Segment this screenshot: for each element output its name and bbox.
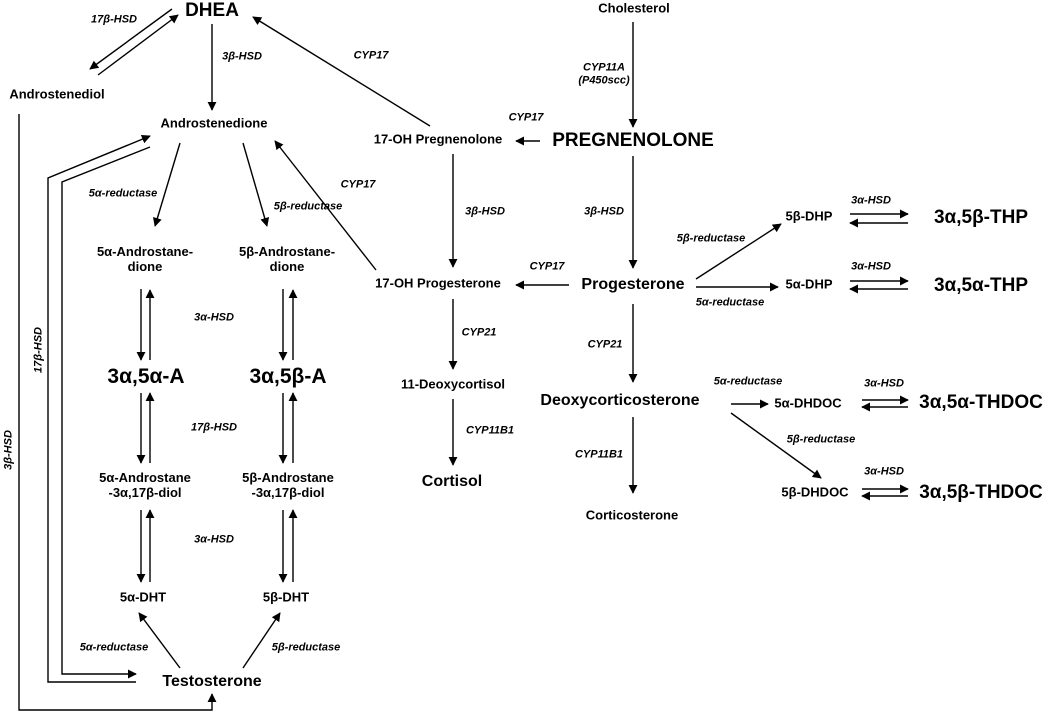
compound-5a-dhp: 5α-DHP [785, 276, 833, 292]
enzyme-cyp11b1-right: CYP11B1 [574, 448, 624, 461]
compound-androstenediol: Androstenediol [9, 86, 105, 102]
enzyme-5b-reductase-doc: 5β-reductase [786, 433, 856, 446]
arrow-doc-to-5b-dhdoc [730, 412, 822, 479]
enzyme-3a-hsd-dhp-top: 3α-HSD [851, 194, 891, 207]
arrow-androstenediol-to-dhea [97, 14, 179, 76]
enzyme-5a-reductase-left: 5α-reductase [88, 187, 158, 200]
compound-5a-dhdoc: 5α-DHDOC [774, 395, 842, 411]
compound-3a5a-a: 3α,5α-A [107, 364, 185, 388]
enzyme-5a-reductase-testosterone: 5α-reductase [79, 641, 149, 654]
enzyme-cyp11b1-left: CYP11B1 [465, 424, 515, 437]
arrow-17oh-preg-to-dhea [252, 16, 431, 127]
compound-11-deoxycortisol: 11-Deoxycortisol [400, 376, 506, 392]
compound-androstenedione: Androstenedione [160, 115, 268, 131]
arrow-3b-hsd-loop-to-testosterone [18, 114, 217, 711]
arrow-androstenedione-to-5a-dione [153, 142, 181, 227]
compound-17oh-progesterone: 17-OH Progesterone [375, 275, 501, 291]
compound-progesterone: Progesterone [581, 275, 685, 293]
compound-5b-dhdoc: 5β-DHDOC [781, 484, 849, 500]
enzyme-cyp17-top: CYP17 [353, 49, 389, 62]
arrow-testosterone-to-5a-dht [138, 612, 181, 669]
compound-5b-dhp: 5β-DHP [785, 208, 833, 224]
enzyme-5a-reductase-progesterone: 5α-reductase [695, 296, 765, 309]
enzyme-cyp21-right: CYP21 [587, 338, 623, 351]
compound-cortisol: Cortisol [421, 472, 483, 490]
compound-3a5a-thdoc: 3α,5α-THDOC [919, 392, 1043, 414]
compound-3a5b-a: 3α,5β-A [249, 364, 327, 388]
enzyme-cyp21-left: CYP21 [461, 326, 497, 339]
compound-cholesterol: Cholesterol [598, 0, 670, 16]
enzyme-cyp11a: CYP11A (P450scc) [578, 61, 630, 86]
arrow-testosterone-to-5b-dht [242, 612, 281, 669]
compound-5a-androstanediol: 5α-Androstane -3α,17β-diol [99, 470, 191, 500]
compound-pregnenolone: PREGNENOLONE [552, 130, 714, 152]
enzyme-cyp17-pregnenolone: CYP17 [508, 111, 544, 124]
arrow-dhea-to-androstenediol [89, 8, 173, 70]
enzyme-17b-hsd-mid: 17β-HSD [191, 421, 237, 434]
arrow-17b-hsd-loop-to-androstenedione [47, 134, 151, 683]
compound-3a5a-thp: 3α,5α-THP [933, 275, 1029, 297]
enzyme-3b-hsd-dhea: 3β-HSD [222, 50, 262, 63]
arrow-androstenedione-to-5b-dione [242, 142, 270, 227]
enzyme-cyp17-progesterone: CYP17 [529, 260, 565, 273]
compound-5b-androstanedione: 5β-Androstane- dione [238, 244, 336, 274]
enzyme-3b-hsd-17oh: 3β-HSD [465, 205, 505, 218]
enzyme-cyp17-mid: CYP17 [340, 178, 376, 191]
enzyme-3b-hsd-vertical: 3β-HSD [2, 430, 15, 470]
arrow-17oh-prog-to-androstenedione [274, 140, 377, 271]
compound-17oh-pregnenolone: 17-OH Pregnenolone [373, 131, 503, 147]
enzyme-3a-hsd-mid2: 3α-HSD [194, 533, 234, 546]
arrow-progesterone-to-5b-dhp [695, 223, 782, 280]
enzyme-5b-reductase-progesterone: 5β-reductase [676, 232, 746, 245]
enzyme-3b-hsd-pregnenolone: 3β-HSD [584, 205, 624, 218]
enzyme-5a-reductase-doc: 5α-reductase [713, 375, 783, 388]
compound-5b-androstanediol: 5β-Androstane -3α,17β-diol [242, 470, 334, 500]
enzyme-3a-hsd-dhdoc-bottom: 3α-HSD [864, 465, 904, 478]
enzyme-3a-hsd-dhdoc-top: 3α-HSD [864, 377, 904, 390]
arrow-17b-hsd-loop-to-testosterone [61, 146, 151, 679]
enzyme-5b-reductase-left: 5β-reductase [273, 200, 343, 213]
compound-3a5b-thp: 3α,5β-THP [933, 207, 1029, 229]
compound-5a-androstanedione: 5α-Androstane- dione [96, 244, 194, 274]
compound-corticosterone: Corticosterone [585, 507, 679, 523]
enzyme-3a-hsd-dhp-bottom: 3α-HSD [851, 260, 891, 273]
compound-dhea: DHEA [185, 0, 239, 22]
enzyme-17b-hsd-vertical: 17β-HSD [32, 327, 45, 373]
compound-5a-dht: 5α-DHT [119, 589, 167, 605]
compound-testosterone: Testosterone [162, 672, 262, 690]
enzyme-3a-hsd-mid1: 3α-HSD [194, 311, 234, 324]
enzyme-17b-hsd-dhea: 17β-HSD [91, 13, 137, 26]
compound-5b-dht: 5β-DHT [262, 589, 310, 605]
compound-3a5b-thdoc: 3α,5β-THDOC [919, 482, 1043, 504]
enzyme-5b-reductase-testosterone: 5β-reductase [271, 641, 341, 654]
compound-deoxycorticosterone: Deoxycorticosterone [540, 391, 700, 409]
